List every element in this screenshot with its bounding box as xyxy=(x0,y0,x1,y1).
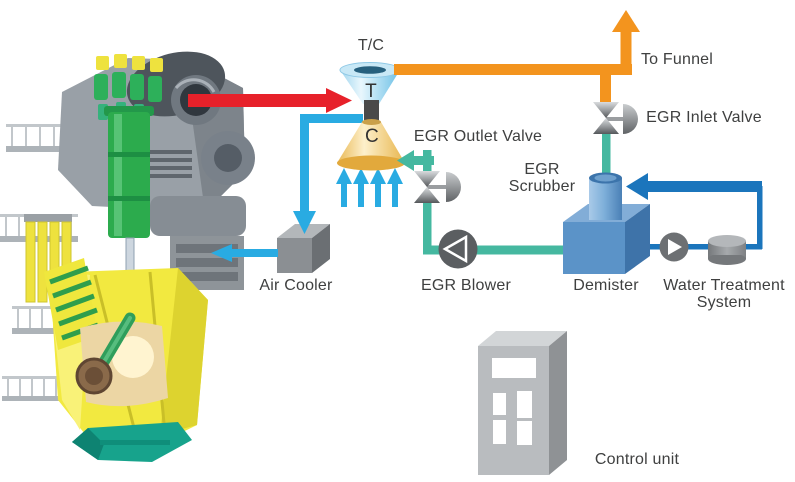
demister-label: Demister xyxy=(573,277,639,294)
exhaust-gas-arrow xyxy=(188,88,352,113)
control-unit-label: Control unit xyxy=(594,451,680,468)
tc-label: T/C xyxy=(357,37,385,54)
egr-outlet-valve-label: EGR Outlet Valve xyxy=(413,128,543,145)
egr-scrubber-cylinder xyxy=(589,172,622,220)
air-cooler-label: Air Cooler xyxy=(259,277,333,294)
egr-blower-icon xyxy=(438,229,478,269)
water-loop-line xyxy=(620,186,763,250)
to-funnel-arrowhead xyxy=(612,10,640,32)
engine-illustration xyxy=(0,51,255,462)
egr-outlet-valve-icon xyxy=(414,171,461,203)
compressor-letter: C xyxy=(365,126,379,147)
control-unit-cabinet xyxy=(478,331,567,475)
turbocharger-compressor xyxy=(337,119,405,171)
egr-scrubber-label-line2: Scrubber xyxy=(508,178,576,195)
to-funnel-label: To Funnel xyxy=(640,51,714,68)
egr-scrubber-label-line1: EGR xyxy=(524,161,560,178)
water-treatment-label-line2: System xyxy=(696,294,752,311)
turbine-letter: T xyxy=(365,81,377,102)
demister-box xyxy=(563,172,650,274)
turbocharger-turbine xyxy=(339,62,401,104)
air-cooler-box xyxy=(277,224,330,273)
water-treatment-label: Water Treatment System xyxy=(663,277,785,311)
water-treatment-label-line1: Water Treatment xyxy=(663,277,785,294)
water-pump-icon xyxy=(659,232,689,262)
egr-inlet-valve-label: EGR Inlet Valve xyxy=(646,109,762,126)
water-return-arrow xyxy=(626,173,762,200)
scavenge-air-line xyxy=(211,114,363,262)
intake-air-arrows xyxy=(336,168,403,207)
funnel-line xyxy=(394,10,640,103)
control-unit-buttons xyxy=(493,391,532,445)
egr-inlet-valve-icon xyxy=(593,102,638,134)
egr-blower-label: EGR Blower xyxy=(420,277,512,294)
egr-gas-line xyxy=(397,134,611,255)
water-tank-icon xyxy=(708,235,746,265)
egr-scrubber-label: EGR Scrubber xyxy=(509,161,576,195)
control-unit-display xyxy=(492,358,536,378)
egr-to-compressor-arrowhead xyxy=(397,150,414,171)
